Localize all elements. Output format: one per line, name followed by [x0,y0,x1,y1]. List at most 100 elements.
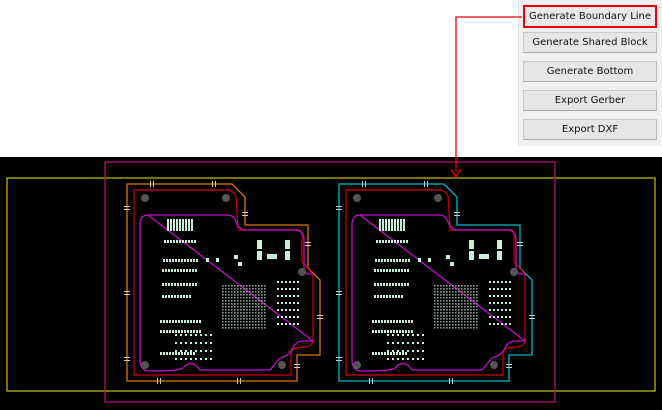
bga-ball [452,291,454,293]
bga-ball [234,315,236,317]
bga-ball [243,306,245,308]
bga-ball [440,312,442,314]
bga-ball [440,303,442,305]
mounting-hole [141,361,149,369]
pad [180,295,182,298]
breakaway-tab [124,357,130,358]
export-dxf-button[interactable]: Export DXF [523,119,657,140]
bga-ball [261,294,263,296]
pad [182,240,184,243]
bga-ball [470,288,472,290]
pad [297,302,299,304]
breakaway-tab [336,291,342,292]
pcb-canvas[interactable] [0,157,662,410]
bga-ball [249,312,251,314]
bga-ball [261,312,263,314]
pad [377,295,379,298]
pad [297,281,299,283]
pad [166,330,168,333]
bga-ball [473,318,475,320]
bga-ball [264,297,266,299]
bga-ball [252,294,254,296]
generate-shared-block-button[interactable]: Generate Shared Block [523,32,657,53]
bga-ball [252,324,254,326]
bga-ball [476,285,478,287]
bga-ball [437,327,439,329]
pad [257,251,262,260]
bga-ball [246,288,248,290]
bga-ball [231,318,233,320]
bga-ball [464,321,466,323]
bga-ball [437,321,439,323]
export-gerber-button[interactable]: Export Gerber [523,90,657,111]
bga-ball [231,294,233,296]
pad [393,330,395,333]
bga-ball [246,285,248,287]
generate-bottom-button[interactable]: Generate Bottom [523,61,657,82]
bga-ball [467,318,469,320]
pad [378,352,380,355]
bga-ball [458,321,460,323]
bga-ball [255,318,257,320]
bga-ball [443,297,445,299]
bga-ball [231,303,233,305]
pad [169,352,171,355]
bga-ball [443,288,445,290]
pad [193,259,195,262]
pad [181,352,183,355]
bga-ball [443,306,445,308]
bga-ball [455,306,457,308]
bga-ball [261,303,263,305]
bga-ball [437,285,439,287]
bga-ball [243,300,245,302]
bga-ball [467,285,469,287]
pad [165,283,167,286]
bga-ball [434,324,436,326]
pad [505,302,507,304]
bga-ball [258,324,260,326]
bga-ball [249,291,251,293]
bga-ball [452,285,454,287]
pad [293,309,295,311]
pad [407,283,409,286]
bga-ball [237,294,239,296]
bga-ball [461,303,463,305]
pad [493,281,495,283]
pad [169,259,171,262]
bga-ball [231,306,233,308]
pad [285,240,290,249]
pad [184,320,186,323]
generate-boundary-line-button[interactable]: Generate Boundary Line [523,5,657,28]
pad [189,283,191,286]
pad [160,320,162,323]
bga-ball [264,300,266,302]
bga-ball [461,294,463,296]
breakaway-tab [362,181,363,187]
bga-ball [437,309,439,311]
bga-ball [240,315,242,317]
bga-ball [437,315,439,317]
pad [289,288,291,290]
pad [378,330,380,333]
bga-ball [228,321,230,323]
bga-ball [458,300,460,302]
pad [509,281,511,283]
bga-ball [237,312,239,314]
bga-ball [437,300,439,302]
pad [175,352,177,355]
mounting-hole [141,194,149,202]
bga-ball [222,321,224,323]
pad [489,288,491,290]
breakaway-tab [506,367,512,368]
bga-ball [261,327,263,329]
pad [172,320,174,323]
pad [392,350,394,352]
pad [183,283,185,286]
bga-ball [437,306,439,308]
breakaway-tab [294,364,300,365]
pad [178,330,180,333]
pad [187,320,189,323]
breakaway-tab [517,245,523,246]
bga-ball [455,285,457,287]
